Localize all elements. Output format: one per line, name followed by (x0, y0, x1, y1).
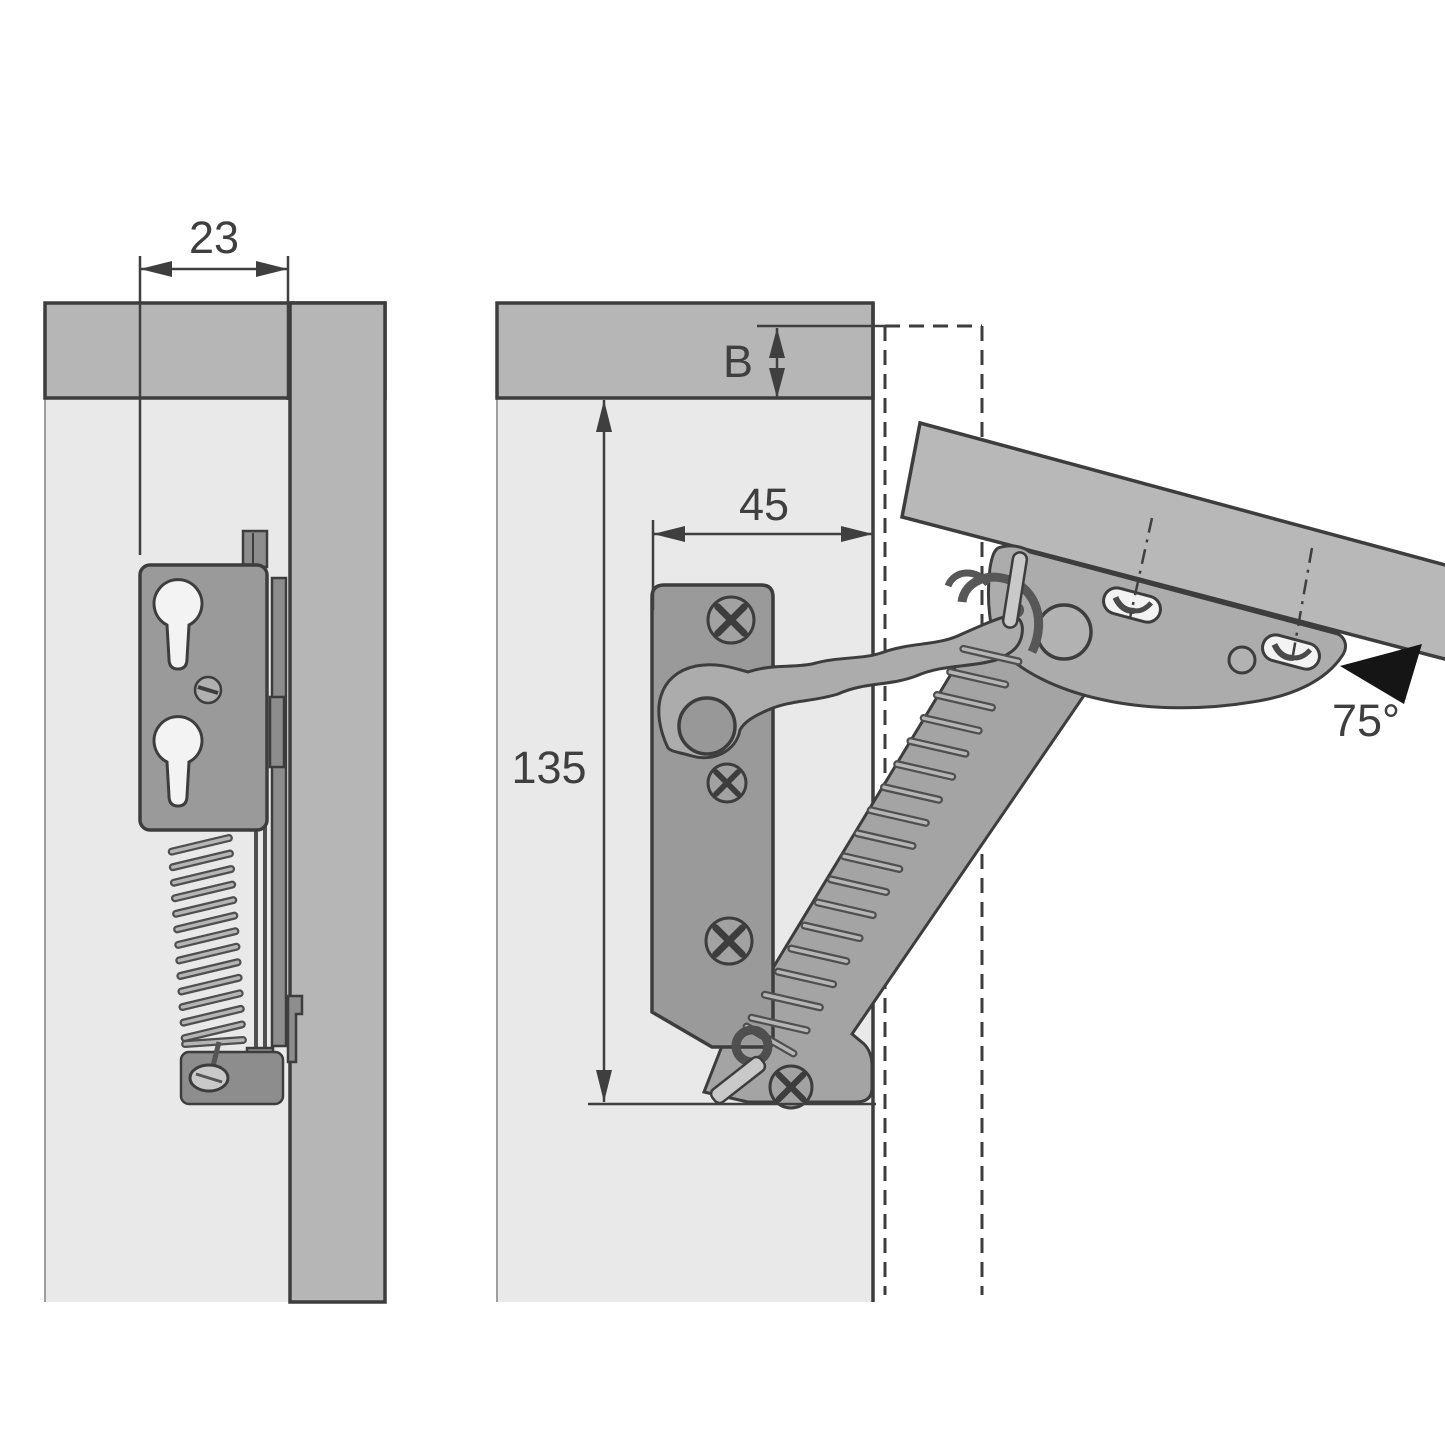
arrow-left-icon (140, 261, 172, 277)
right-view-side: B 45 135 75° (495, 301, 1445, 1302)
spring-anchor-pin-left (210, 1041, 222, 1067)
slide-bar (270, 576, 288, 1048)
arrow-right-icon (841, 526, 873, 542)
spring-top-hook (957, 572, 1044, 654)
plate-screw-bottom (704, 916, 754, 966)
angle-pointer-icon (1340, 644, 1422, 704)
wall-hook (286, 994, 304, 1064)
plate-screw-mid (706, 762, 748, 804)
plate-top-tab (241, 529, 269, 569)
bracket-screw-slot (195, 1072, 223, 1084)
arrow-down-icon (769, 368, 785, 398)
dimension-23: 23 (138, 212, 290, 555)
wire-curl (944, 569, 991, 588)
arrow-up-icon (596, 400, 612, 432)
dimension-B: B (723, 324, 886, 398)
hinge-rivet (1001, 551, 1029, 629)
arrow-left-icon (653, 526, 685, 542)
anchor-screw (768, 1064, 814, 1110)
adjuster-screw-slot (197, 685, 219, 695)
screw-axis-2 (1291, 547, 1314, 656)
dimension-135: 135 (511, 400, 876, 1106)
round-hole (1227, 645, 1257, 675)
dimension-label-23: 23 (189, 212, 239, 263)
pivot-hole (1035, 603, 1093, 661)
coil-spring-left (167, 833, 247, 1049)
slide-tab (268, 695, 286, 769)
plate-screw-top (706, 595, 756, 645)
dimension-label-45: 45 (739, 479, 789, 530)
angle-75-label: 75° (1332, 644, 1422, 746)
flap-arm (987, 544, 1347, 710)
dimension-label-B: B (723, 336, 753, 387)
arrow-right-icon (256, 261, 288, 277)
flap-panel (899, 420, 1445, 661)
dimension-label-135: 135 (511, 742, 586, 793)
dimension-label-75: 75° (1332, 695, 1400, 746)
mounting-plate-right (650, 583, 775, 1049)
anchor-pin (709, 1055, 767, 1105)
left-view-front: 23 (43, 212, 387, 1304)
coil-spring-right (742, 644, 1023, 1058)
arrow-down-icon (596, 1070, 612, 1102)
screw-slot-2 (1261, 633, 1321, 671)
top-panel-section-right (495, 301, 875, 400)
dimension-45: 45 (651, 479, 873, 610)
keyhole-slot-top (152, 578, 204, 671)
keyhole-slot-bottom (152, 715, 204, 808)
lever-pivot-hole (677, 696, 737, 756)
side-board-section (288, 301, 387, 1304)
arrow-up-icon (769, 328, 785, 358)
lever-arm (657, 614, 1024, 760)
